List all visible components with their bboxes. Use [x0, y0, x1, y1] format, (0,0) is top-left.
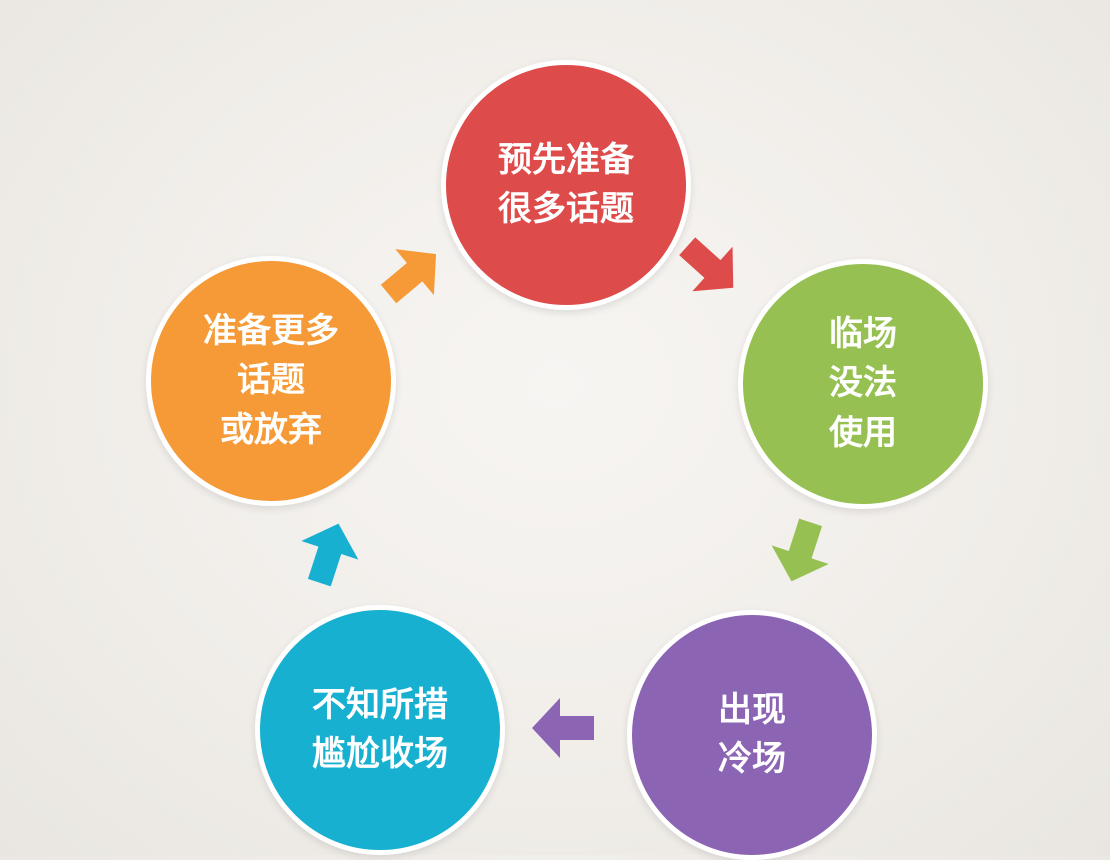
arrow-left-to-top — [380, 249, 437, 304]
node-text-line: 话题 — [237, 360, 305, 401]
arrow-right-to-bottom-right — [771, 518, 829, 582]
node-text-line: 不知所措 — [312, 684, 448, 725]
node-text-line: 没法 — [829, 363, 897, 404]
cycle-node-awkward-silence: 出现 冷场 — [627, 610, 877, 860]
node-text-line: 尴尬收场 — [312, 734, 448, 774]
cycle-node-at-a-loss: 不知所措 尴尬收场 — [255, 605, 505, 855]
node-text-line: 冷场 — [718, 739, 786, 779]
node-text-line: 或放弃 — [220, 409, 322, 450]
node-text-line: 出现 — [718, 689, 786, 730]
node-text-line: 很多话题 — [498, 189, 634, 229]
node-text-line: 使用 — [829, 412, 897, 453]
arrow-top-to-right — [679, 237, 734, 292]
arrow-bottom-left-to-left — [301, 523, 359, 587]
node-text-line: 预先准备 — [498, 139, 634, 180]
node-text-line: 准备更多 — [203, 311, 339, 352]
cycle-node-prepare-topics: 预先准备 很多话题 — [441, 60, 691, 310]
node-text-line: 临场 — [829, 314, 897, 355]
arrow-bottom-right-to-bottom-left — [532, 698, 594, 758]
cycle-node-cannot-use: 临场 没法 使用 — [738, 259, 988, 509]
cycle-node-prepare-more-or-give-up: 准备更多 话题 或放弃 — [146, 256, 396, 506]
